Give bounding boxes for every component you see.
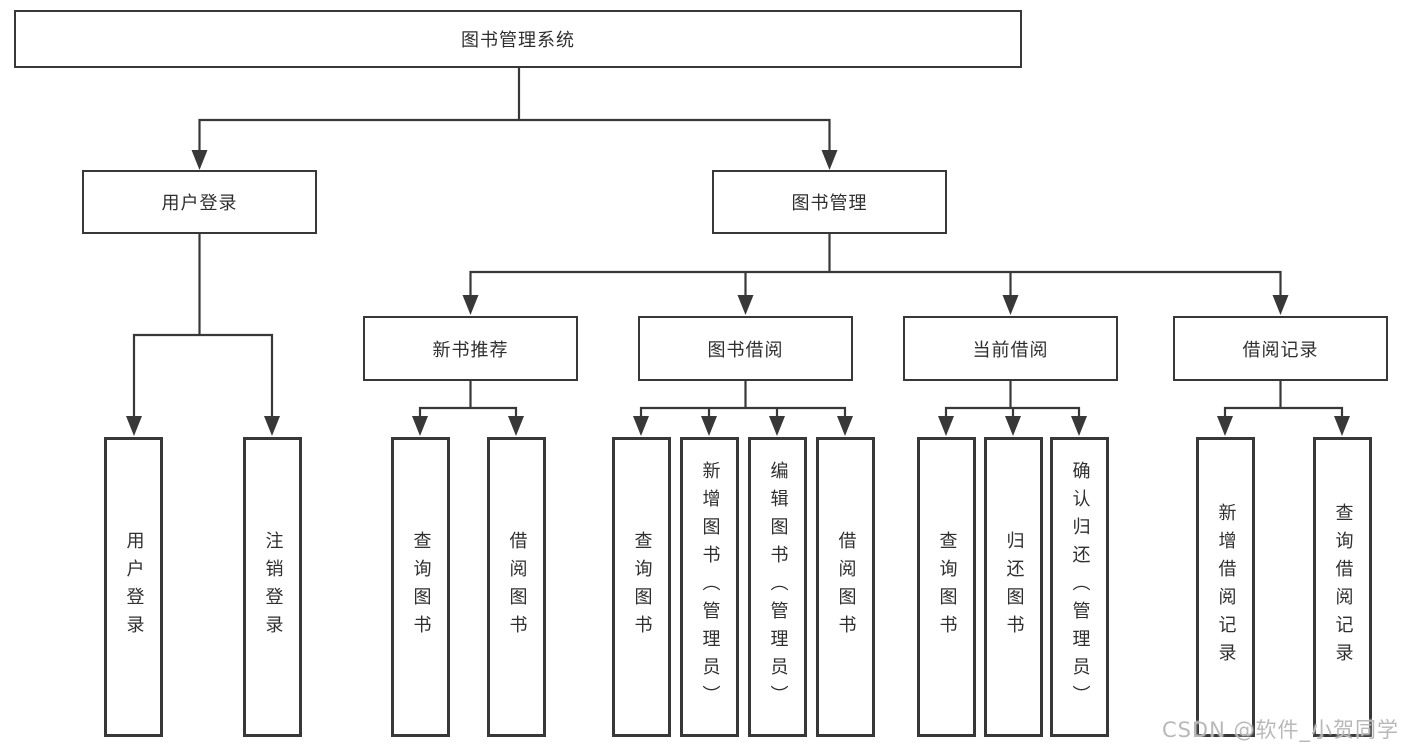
arrow-down-icon (1272, 295, 1289, 315)
node-book-borrow: 图书借阅 (638, 316, 853, 381)
leaf-query-borrow-record: 查询借阅记录 (1313, 437, 1372, 737)
leaf-edit-book-admin: 编辑图书（管理员） (748, 437, 807, 737)
leaf-query-books-borrow: 查询图书 (612, 437, 671, 737)
leaf-return-book: 归还图书 (984, 437, 1043, 737)
leaf-add-borrow-record: 新增借阅记录 (1196, 437, 1255, 737)
leaf-query-books-recommend: 查询图书 (391, 437, 450, 737)
arrow-down-icon (264, 416, 280, 436)
arrow-down-icon (508, 416, 524, 436)
node-user-login: 用户登录 (82, 170, 317, 234)
arrow-down-icon (1002, 295, 1019, 315)
arrow-down-icon (633, 416, 649, 436)
leaf-borrow-books-recommend: 借阅图书 (487, 437, 546, 737)
arrow-down-icon (769, 416, 785, 436)
arrow-down-icon (462, 295, 479, 315)
arrow-down-icon (821, 150, 838, 170)
leaf-confirm-return-admin: 确认归还（管理员） (1050, 437, 1109, 737)
arrow-down-icon (737, 295, 754, 315)
leaf-add-book-admin: 新增图书（管理员） (680, 437, 739, 737)
arrow-down-icon (837, 416, 853, 436)
watermark: CSDN @软件_小贺同学 (1161, 718, 1399, 742)
leaf-logout: 注销登录 (243, 437, 302, 737)
node-borrow-records: 借阅记录 (1173, 316, 1388, 381)
arrow-down-icon (1334, 416, 1350, 436)
arrow-down-icon (1071, 416, 1087, 436)
arrow-down-icon (126, 416, 142, 436)
arrow-down-icon (701, 416, 717, 436)
node-current-borrow: 当前借阅 (903, 316, 1118, 381)
leaf-query-books-current: 查询图书 (917, 437, 976, 737)
node-new-book-recommend: 新书推荐 (363, 316, 578, 381)
arrow-down-icon (191, 150, 208, 170)
node-book-management: 图书管理 (712, 170, 947, 234)
arrow-down-icon (1005, 416, 1021, 436)
leaf-borrow-books: 借阅图书 (816, 437, 875, 737)
arrow-down-icon (1217, 416, 1233, 436)
arrow-down-icon (412, 416, 428, 436)
arrow-down-icon (938, 416, 954, 436)
leaf-user-login: 用户登录 (104, 437, 163, 737)
node-library-system: 图书管理系统 (14, 10, 1022, 68)
